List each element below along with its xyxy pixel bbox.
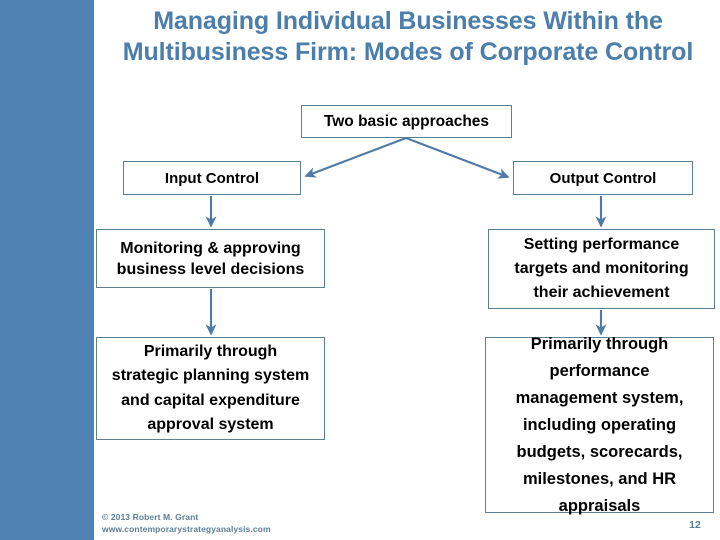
footer-copyright: © 2013 Robert M. Grant [102, 512, 199, 522]
node-line: their achievement [533, 284, 670, 301]
node-line: milestones, and HR [522, 469, 677, 488]
node-input-control[interactable]: Input Control [123, 161, 301, 195]
node-line: Primarily through [530, 334, 669, 353]
node-line: appraisals [558, 496, 641, 515]
node-line: Two basic approaches [323, 113, 490, 130]
node-output-control[interactable]: Output Control [513, 161, 693, 195]
node-output-control-detail[interactable]: Setting performance targets and monitori… [488, 229, 715, 309]
node-line: targets and monitoring [514, 260, 689, 277]
node-line: including operating [522, 415, 677, 434]
arrow-root-to-input [304, 137, 407, 178]
node-line: budgets, scorecards, [516, 442, 683, 461]
arrow-root-to-output [405, 137, 510, 179]
footer-credit: © 2013 Robert M. Grant www.contemporarys… [102, 512, 271, 535]
node-line: strategic planning system [111, 367, 310, 384]
node-line: and capital expenditure [121, 391, 300, 409]
node-line: Monitoring & approving [120, 239, 301, 257]
node-line: performance [549, 361, 650, 380]
page-title-line-1: Managing Individual Businesses Within th… [153, 7, 663, 35]
node-line: approval system [147, 416, 274, 433]
node-line: Output Control [549, 169, 657, 187]
node-line: Primarily through [143, 342, 278, 360]
decorative-side-bar [0, 0, 94, 540]
footer-website[interactable]: www.contemporarystrategyanalysis.com [102, 523, 271, 534]
node-input-control-mechanism[interactable]: Primarily through strategic planning sys… [96, 337, 325, 440]
node-two-basic-approaches[interactable]: Two basic approaches [301, 105, 512, 138]
page-title: Managing Individual Businesses Within th… [100, 6, 716, 68]
node-line: management system, [515, 388, 684, 407]
node-line: Setting performance [523, 236, 680, 253]
node-output-control-mechanism[interactable]: Primarily through performance management… [485, 335, 714, 515]
node-line: business level decisions [116, 260, 305, 278]
page-title-line-2: Multibusiness Firm: Modes of Corporate C… [122, 38, 694, 66]
node-input-control-detail[interactable]: Monitoring & approving business level de… [96, 229, 325, 288]
page-number: 12 [689, 519, 701, 531]
node-line: Input Control [164, 169, 260, 187]
